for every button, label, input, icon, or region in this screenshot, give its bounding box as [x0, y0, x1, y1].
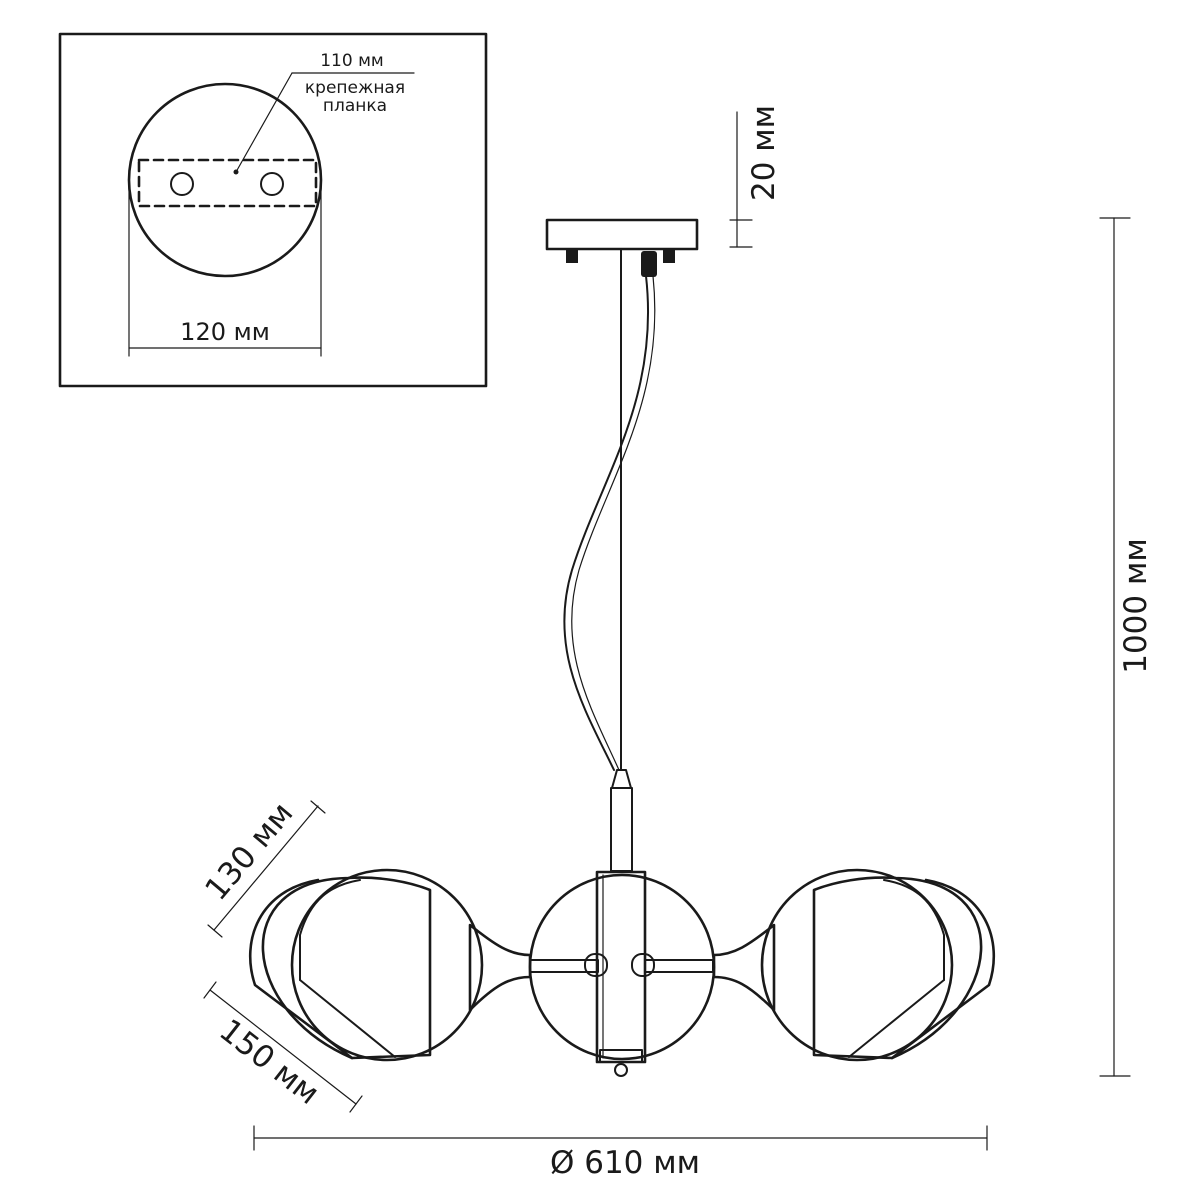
stem-cap: [611, 769, 632, 789]
mounting-plate-outline: [137, 158, 318, 208]
overall-diameter-dimension: Ø 610 мм: [253, 1125, 988, 1181]
right-globe-lower-lip: [848, 979, 945, 1058]
vertical-bar: [595, 870, 647, 1064]
canopy-screw-right: [663, 249, 675, 263]
left-globe: [248, 868, 532, 1062]
canopy-height-label: 20 мм: [746, 105, 782, 201]
left-holder: [468, 923, 532, 1012]
central-hub: [528, 769, 716, 1077]
power-cord-inner: [571, 275, 656, 771]
canopy-screw-left: [566, 249, 578, 263]
canopy-height-dimension: 20 мм: [729, 105, 782, 248]
inset-frame: [58, 32, 488, 388]
canopy-body: [545, 218, 699, 251]
arm-joint-right: [631, 953, 655, 977]
left-back-shade: [261, 876, 432, 1060]
shade-width-label: 150 мм: [212, 1012, 325, 1112]
right-back-shade: [812, 876, 983, 1060]
left-outer-crescent: [248, 878, 354, 1060]
canopy-diameter-label: 120 мм: [180, 318, 270, 346]
right-holder: [712, 923, 776, 1012]
overall-diameter-label: Ø 610 мм: [550, 1145, 700, 1181]
plate-leader-line: [235, 72, 293, 173]
canopy-top-view: [127, 82, 323, 278]
right-globe: [712, 868, 996, 1062]
plate-name-line1: крепежная: [305, 78, 405, 98]
mounting-hole-right: [260, 172, 284, 196]
plate-name-line2: планка: [323, 96, 387, 116]
plate-width-label: 110 мм: [320, 51, 384, 71]
left-globe-lower-lip: [299, 979, 396, 1058]
left-globe-rim: [299, 879, 361, 981]
mount-detail-inset: 110 мм крепежная планка 120 мм: [58, 32, 488, 388]
right-outer-crescent: [890, 878, 996, 1060]
arm-joint-left: [584, 953, 608, 977]
right-globe-rim: [883, 879, 945, 981]
arm-left: [529, 959, 599, 973]
right-globe-shade: [760, 868, 954, 1062]
left-globe-shade: [290, 868, 484, 1062]
mounting-hole-left: [170, 172, 194, 196]
central-sphere: [528, 873, 716, 1061]
total-height-dimension: 1000 мм: [1099, 217, 1154, 1077]
ceiling-canopy: [545, 218, 699, 771]
power-cord: [563, 275, 650, 771]
cable-grip: [641, 251, 657, 277]
total-height-label: 1000 мм: [1118, 538, 1154, 674]
central-stem: [610, 787, 633, 872]
bottom-collar: [599, 1049, 643, 1063]
bottom-finial: [614, 1063, 628, 1077]
arm-right: [644, 959, 714, 973]
